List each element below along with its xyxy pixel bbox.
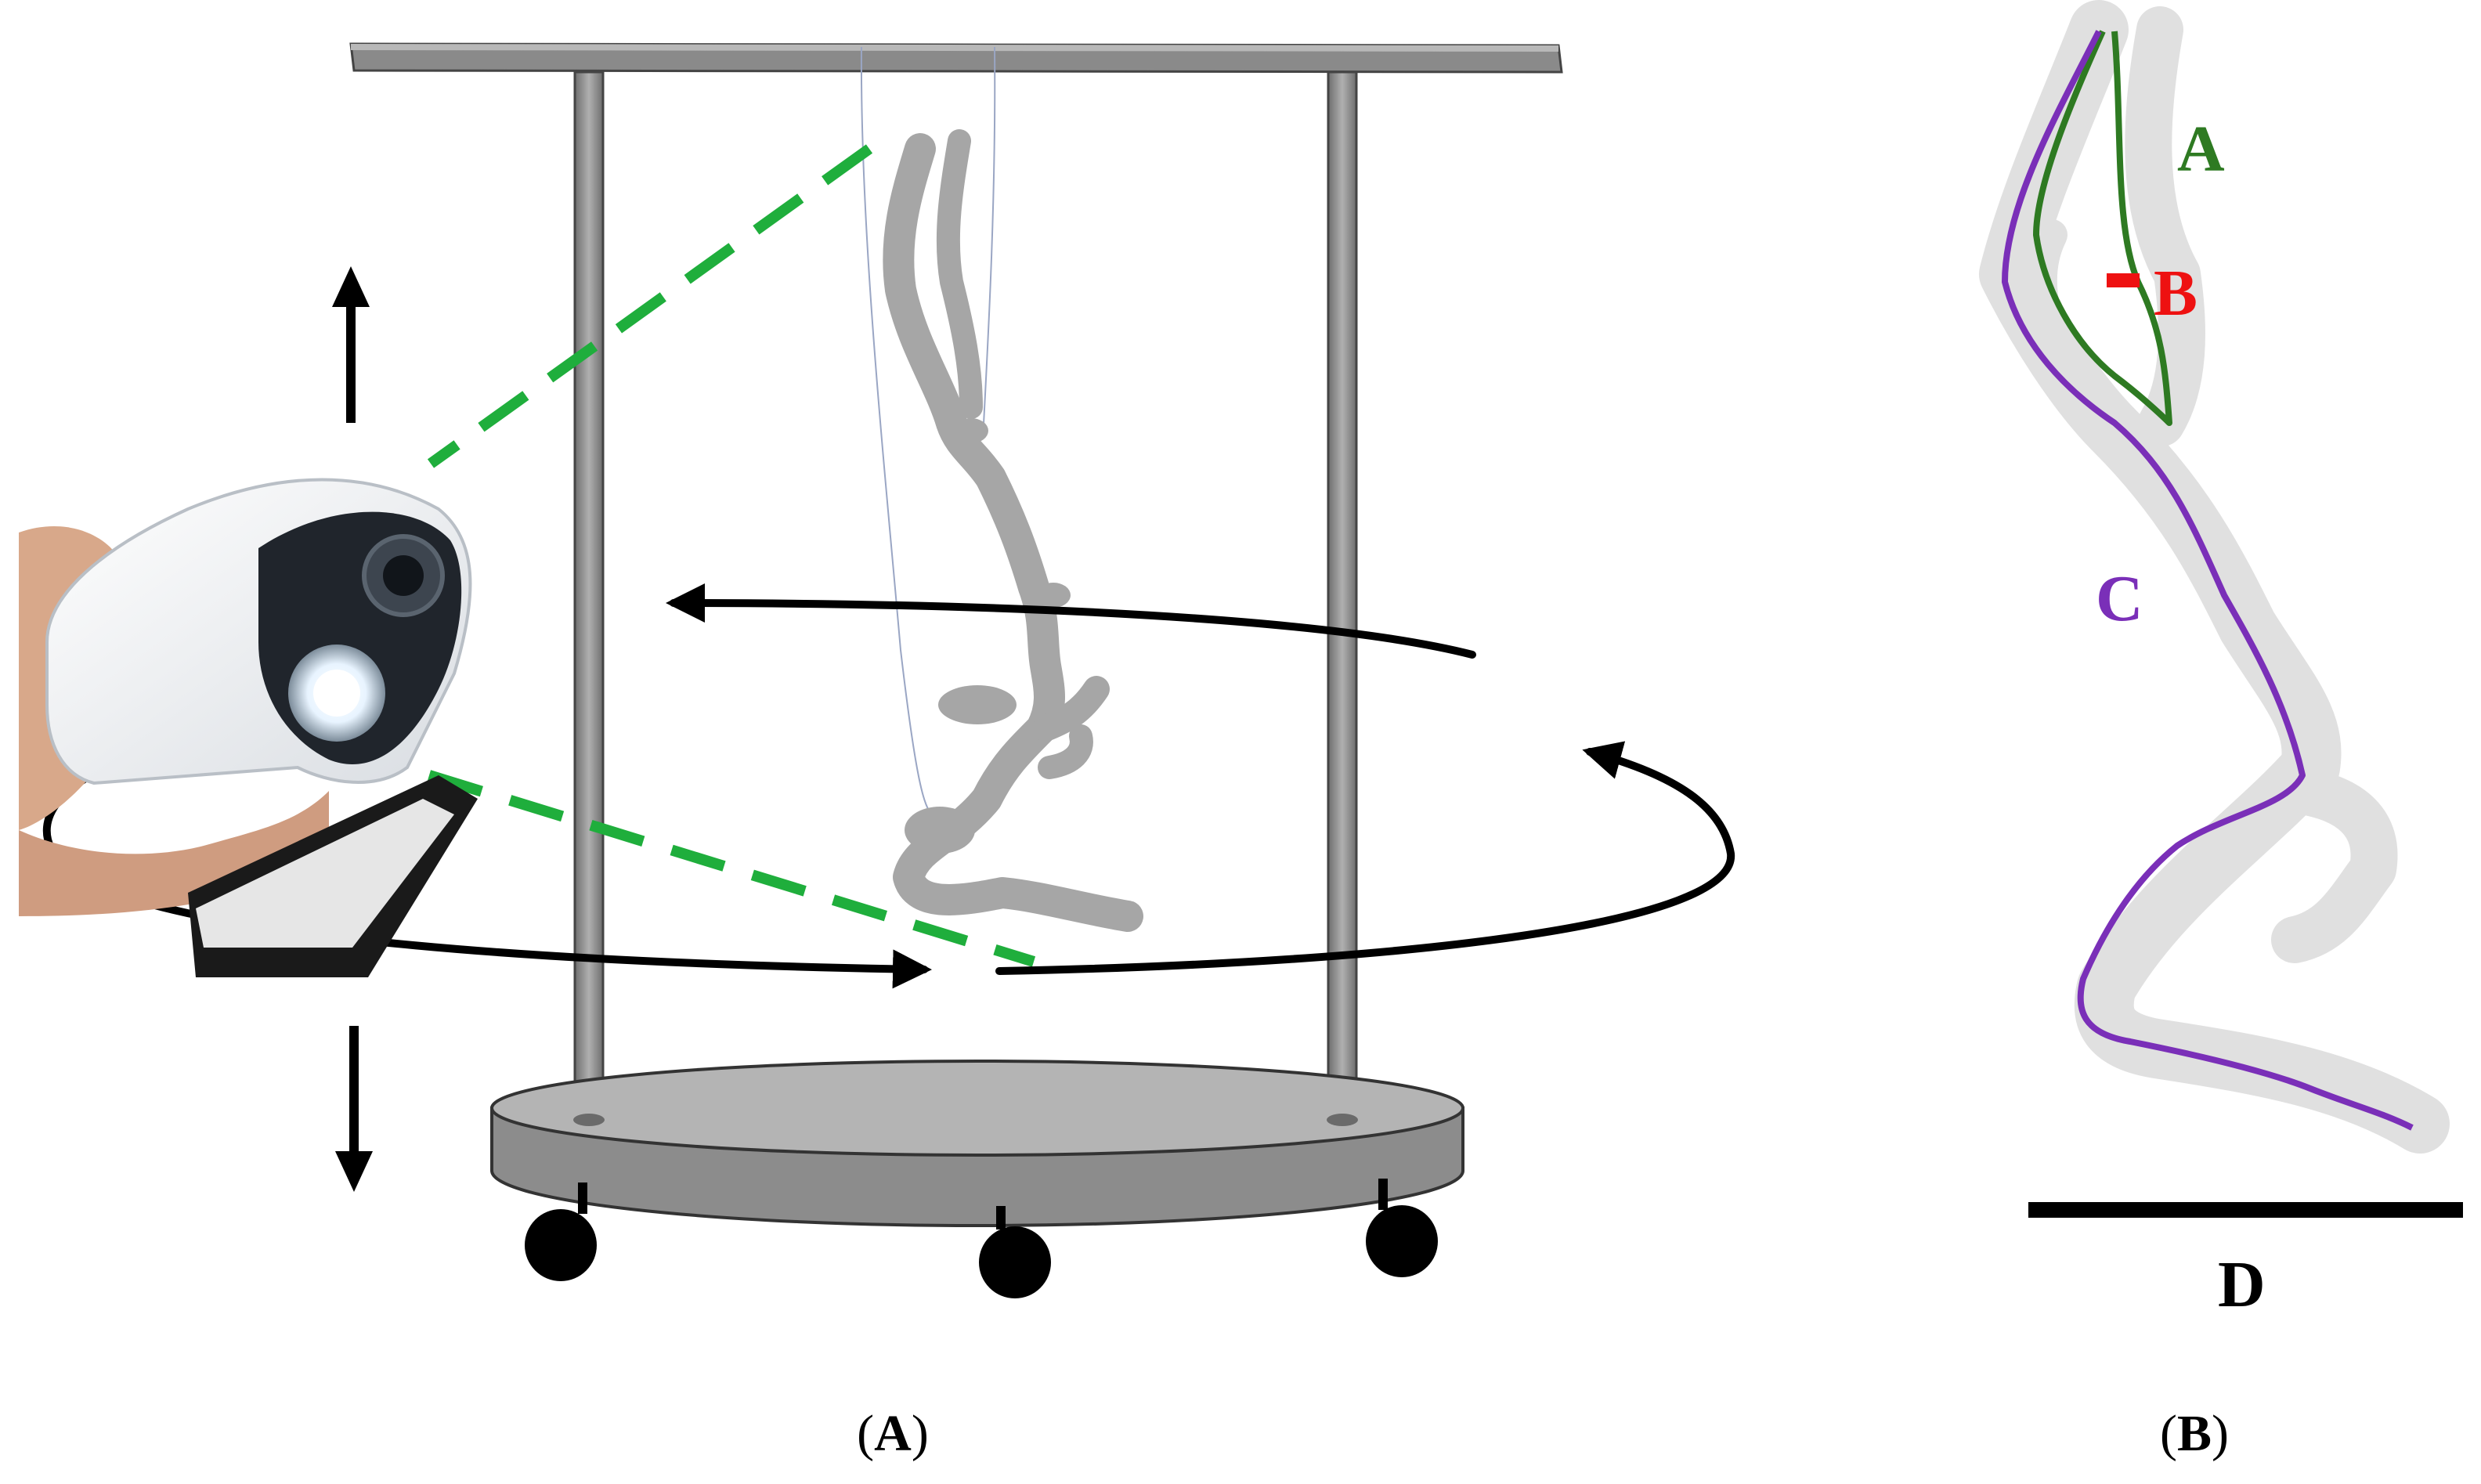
green-centerline-a	[2033, 30, 2172, 426]
label-d: D	[2218, 1248, 2266, 1321]
scan-field-lines	[427, 144, 1036, 967]
stand-left-pole	[573, 70, 605, 1127]
stand-right-pole	[1327, 70, 1358, 1127]
panel-a: (A)	[19, 42, 1735, 1462]
stand-top-bar	[349, 42, 1563, 74]
stand-base	[490, 1060, 1464, 1227]
label-c: C	[2096, 562, 2143, 635]
vessel-model	[883, 129, 1143, 932]
label-a: A	[2177, 113, 2225, 186]
stand-wheels	[525, 1179, 1438, 1298]
panel-b-caption: (B)	[2160, 1405, 2229, 1462]
label-b: B	[2154, 257, 2198, 330]
hanging-threads	[860, 46, 996, 815]
down-arrow-icon	[335, 1026, 373, 1192]
panel-a-caption: (A)	[857, 1405, 929, 1462]
panel-b: A B C D (B)	[1979, 0, 2463, 1462]
purple-centerline-c	[2002, 30, 2414, 1131]
up-arrow-icon	[332, 266, 370, 423]
handheld-scanner-icon	[19, 478, 478, 977]
